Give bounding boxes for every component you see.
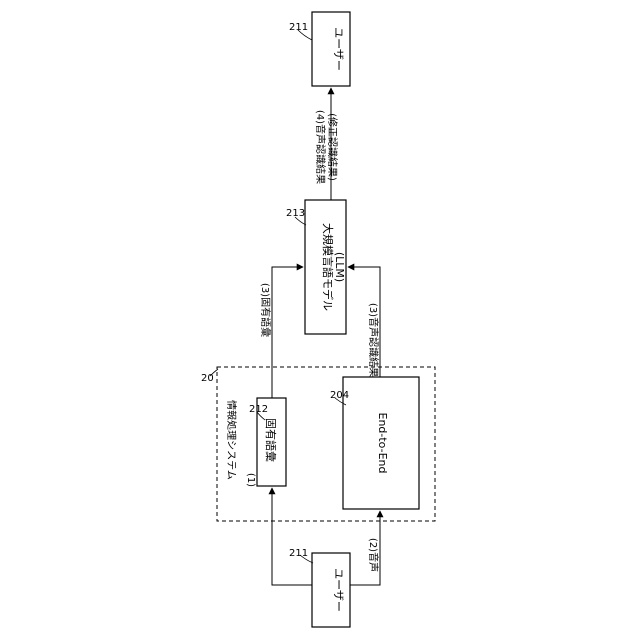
llm-label-line1: 大規模言語モデル — [321, 223, 335, 311]
user-to-vocab-arrow — [272, 488, 312, 585]
vocab-ref: 212 — [249, 404, 268, 415]
llm-label-line2: (LLM) — [333, 252, 346, 282]
e2e-ref: 204 — [330, 390, 349, 401]
vocab-to-llm-label: (3)固有語彙 — [259, 283, 272, 337]
vocab-to-llm-arrow — [272, 267, 303, 398]
user-top-label: ユーザー — [332, 27, 345, 71]
system-label: 情報処理システム — [225, 400, 238, 480]
llm-ref: 213 — [286, 208, 305, 219]
user-top-node: ユーザー 211 — [289, 12, 350, 86]
e2e-node: End-to-End 204 — [330, 377, 419, 509]
user-top-ref: 211 — [289, 22, 308, 33]
vocab-node: 固有語彙 (1) 212 — [245, 398, 286, 487]
e2e-to-llm-label: (3)音声認識結果 — [367, 303, 380, 377]
user-bottom-label: ユーザー — [332, 568, 345, 612]
user-bottom-node: ユーザー 211 — [289, 548, 350, 627]
e2e-label: End-to-End — [376, 413, 389, 474]
result-out-label-2: (修正認識結果) — [326, 113, 339, 181]
user-to-e2e-label: (2)音声 — [367, 538, 380, 572]
user-bottom-ref: 211 — [289, 548, 308, 559]
vocab-num: (1) — [245, 473, 256, 487]
vocab-label: 固有語彙 — [264, 418, 278, 462]
system-ref: 20 — [201, 373, 214, 384]
result-out-label-1: (4)音声認識結果 — [314, 110, 327, 184]
